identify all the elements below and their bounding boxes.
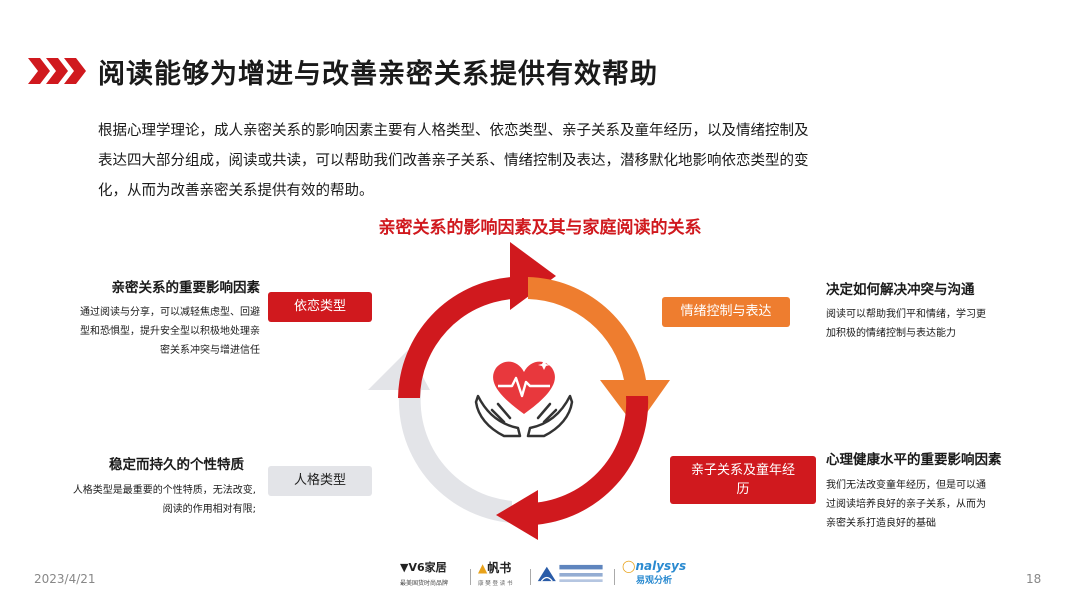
v6-logo: ▼V6家居 最美国货时尚品牌 (400, 559, 466, 587)
v6-logo-subtitle: 最美国货时尚品牌 (400, 580, 449, 587)
fanshu-logo-subtitle: 康 樊 登 读 书 (478, 581, 513, 587)
fanshu-logo-text: 帆书 (487, 561, 512, 575)
cycle-arrow-red-bottom (532, 396, 649, 525)
heart-hands-icon (474, 360, 574, 438)
description-line: 阅读的作用相对有限; (162, 504, 256, 515)
analysys-logo-text: nalysys (635, 559, 687, 573)
description-line: 通过阅读与分享，可以减轻焦虑型、回避 (80, 307, 260, 318)
description-line: 过阅读培养良好的亲子关系，从而为 (826, 499, 986, 510)
intro-line: 根据心理学理论，成人亲密关系的影响因素主要有人格类型、依恋类型、亲子关系及童年经… (98, 123, 809, 139)
analysys-logo-cn: 易观分析 (636, 576, 673, 586)
cycle-arrow-orange (528, 277, 646, 380)
description-line: 人格类型是最重要的个性特质，无法改变, (72, 485, 256, 496)
parent-child-description: 我们无法改变童年经历，但是可以通 过阅读培养良好的亲子关系，从而为 亲密关系打造… (826, 476, 986, 533)
factor-label-attachment: 依恋类型 (268, 292, 372, 322)
intro-line: 表达四大部分组成，阅读或共读，可以帮助我们改善亲子关系、情绪控制及表达，潜移默化… (98, 153, 809, 169)
emotion-heading: 决定如何解决冲突与沟通 (826, 282, 975, 298)
page-title: 阅读能够为增进与改善亲密关系提供有效帮助 (98, 59, 658, 90)
page-number: 18 (1026, 572, 1042, 586)
description-line: 型和恐惧型，提升安全型以积极地处理亲 (80, 326, 260, 337)
attachment-heading: 亲密关系的重要影响因素 (111, 280, 261, 296)
fanshu-mark-icon: ▲ (478, 561, 488, 575)
attachment-description: 通过阅读与分享，可以减轻焦虑型、回避 型和恐惧型，提升安全型以积极地处理亲 密关… (30, 303, 260, 360)
logo-divider (470, 569, 471, 585)
description-line: 加积极的情绪控制与表达能力 (826, 328, 956, 339)
intro-paragraph: 根据心理学理论，成人亲密关系的影响因素主要有人格类型、依恋类型、亲子关系及童年经… (98, 116, 998, 206)
footer-date: 2023/4/21 (34, 572, 96, 586)
fanshu-logo: ▲帆书 康 樊 登 读 书 (478, 559, 528, 587)
personality-heading: 稳定而持久的个性特质 (109, 457, 244, 473)
factor-label-personality: 人格类型 (268, 466, 372, 496)
cycle-arrow-red-top (398, 277, 512, 398)
logo-divider (530, 569, 531, 585)
diagram-title: 亲密关系的影响因素及其与家庭阅读的关系 (378, 218, 702, 238)
factor-label-emotion: 情绪控制与表达 (662, 297, 790, 327)
description-line: 我们无法改变童年经历，但是可以通 (826, 480, 986, 491)
emotion-description: 阅读可以帮助我们平和情绪，学习更 加积极的情绪控制与表达能力 (826, 305, 986, 343)
analysys-mark-icon: ◯ (622, 559, 636, 573)
parent-child-heading: 心理健康水平的重要影响因素 (826, 452, 1002, 468)
analysys-logo: ◯nalysys 易观分析 (622, 559, 694, 586)
partner-logos: ▼V6家居 最美国货时尚品牌 ▲帆书 康 樊 登 读 书 ◯nalysys 易观… (398, 559, 698, 593)
v6-logo-text: V6家居 (408, 561, 447, 574)
description-line: 密关系冲突与增进信任 (160, 345, 260, 356)
cycle-diagram (368, 242, 670, 540)
factor-label-line: 历 (736, 482, 750, 497)
factor-label-parent-child: 亲子关系及童年经 历 (670, 456, 816, 504)
logo-divider (614, 569, 615, 585)
description-line: 阅读可以帮助我们平和情绪，学习更 (826, 309, 986, 320)
cycle-arrowhead-red-top (510, 242, 556, 310)
factor-label-line: 亲子关系及童年经 (690, 463, 795, 478)
personality-description: 人格类型是最重要的个性特质，无法改变, 阅读的作用相对有限; (30, 481, 256, 519)
intro-line: 化，从而为改善亲密关系提供有效的帮助。 (98, 183, 374, 199)
chevrons-icon (28, 58, 86, 84)
cycle-arrowhead-red-bottom (496, 490, 538, 540)
description-line: 亲密关系打造良好的基础 (826, 518, 936, 529)
v6-mark-icon: ▼ (400, 561, 409, 574)
institute-logo-icon (537, 564, 603, 582)
